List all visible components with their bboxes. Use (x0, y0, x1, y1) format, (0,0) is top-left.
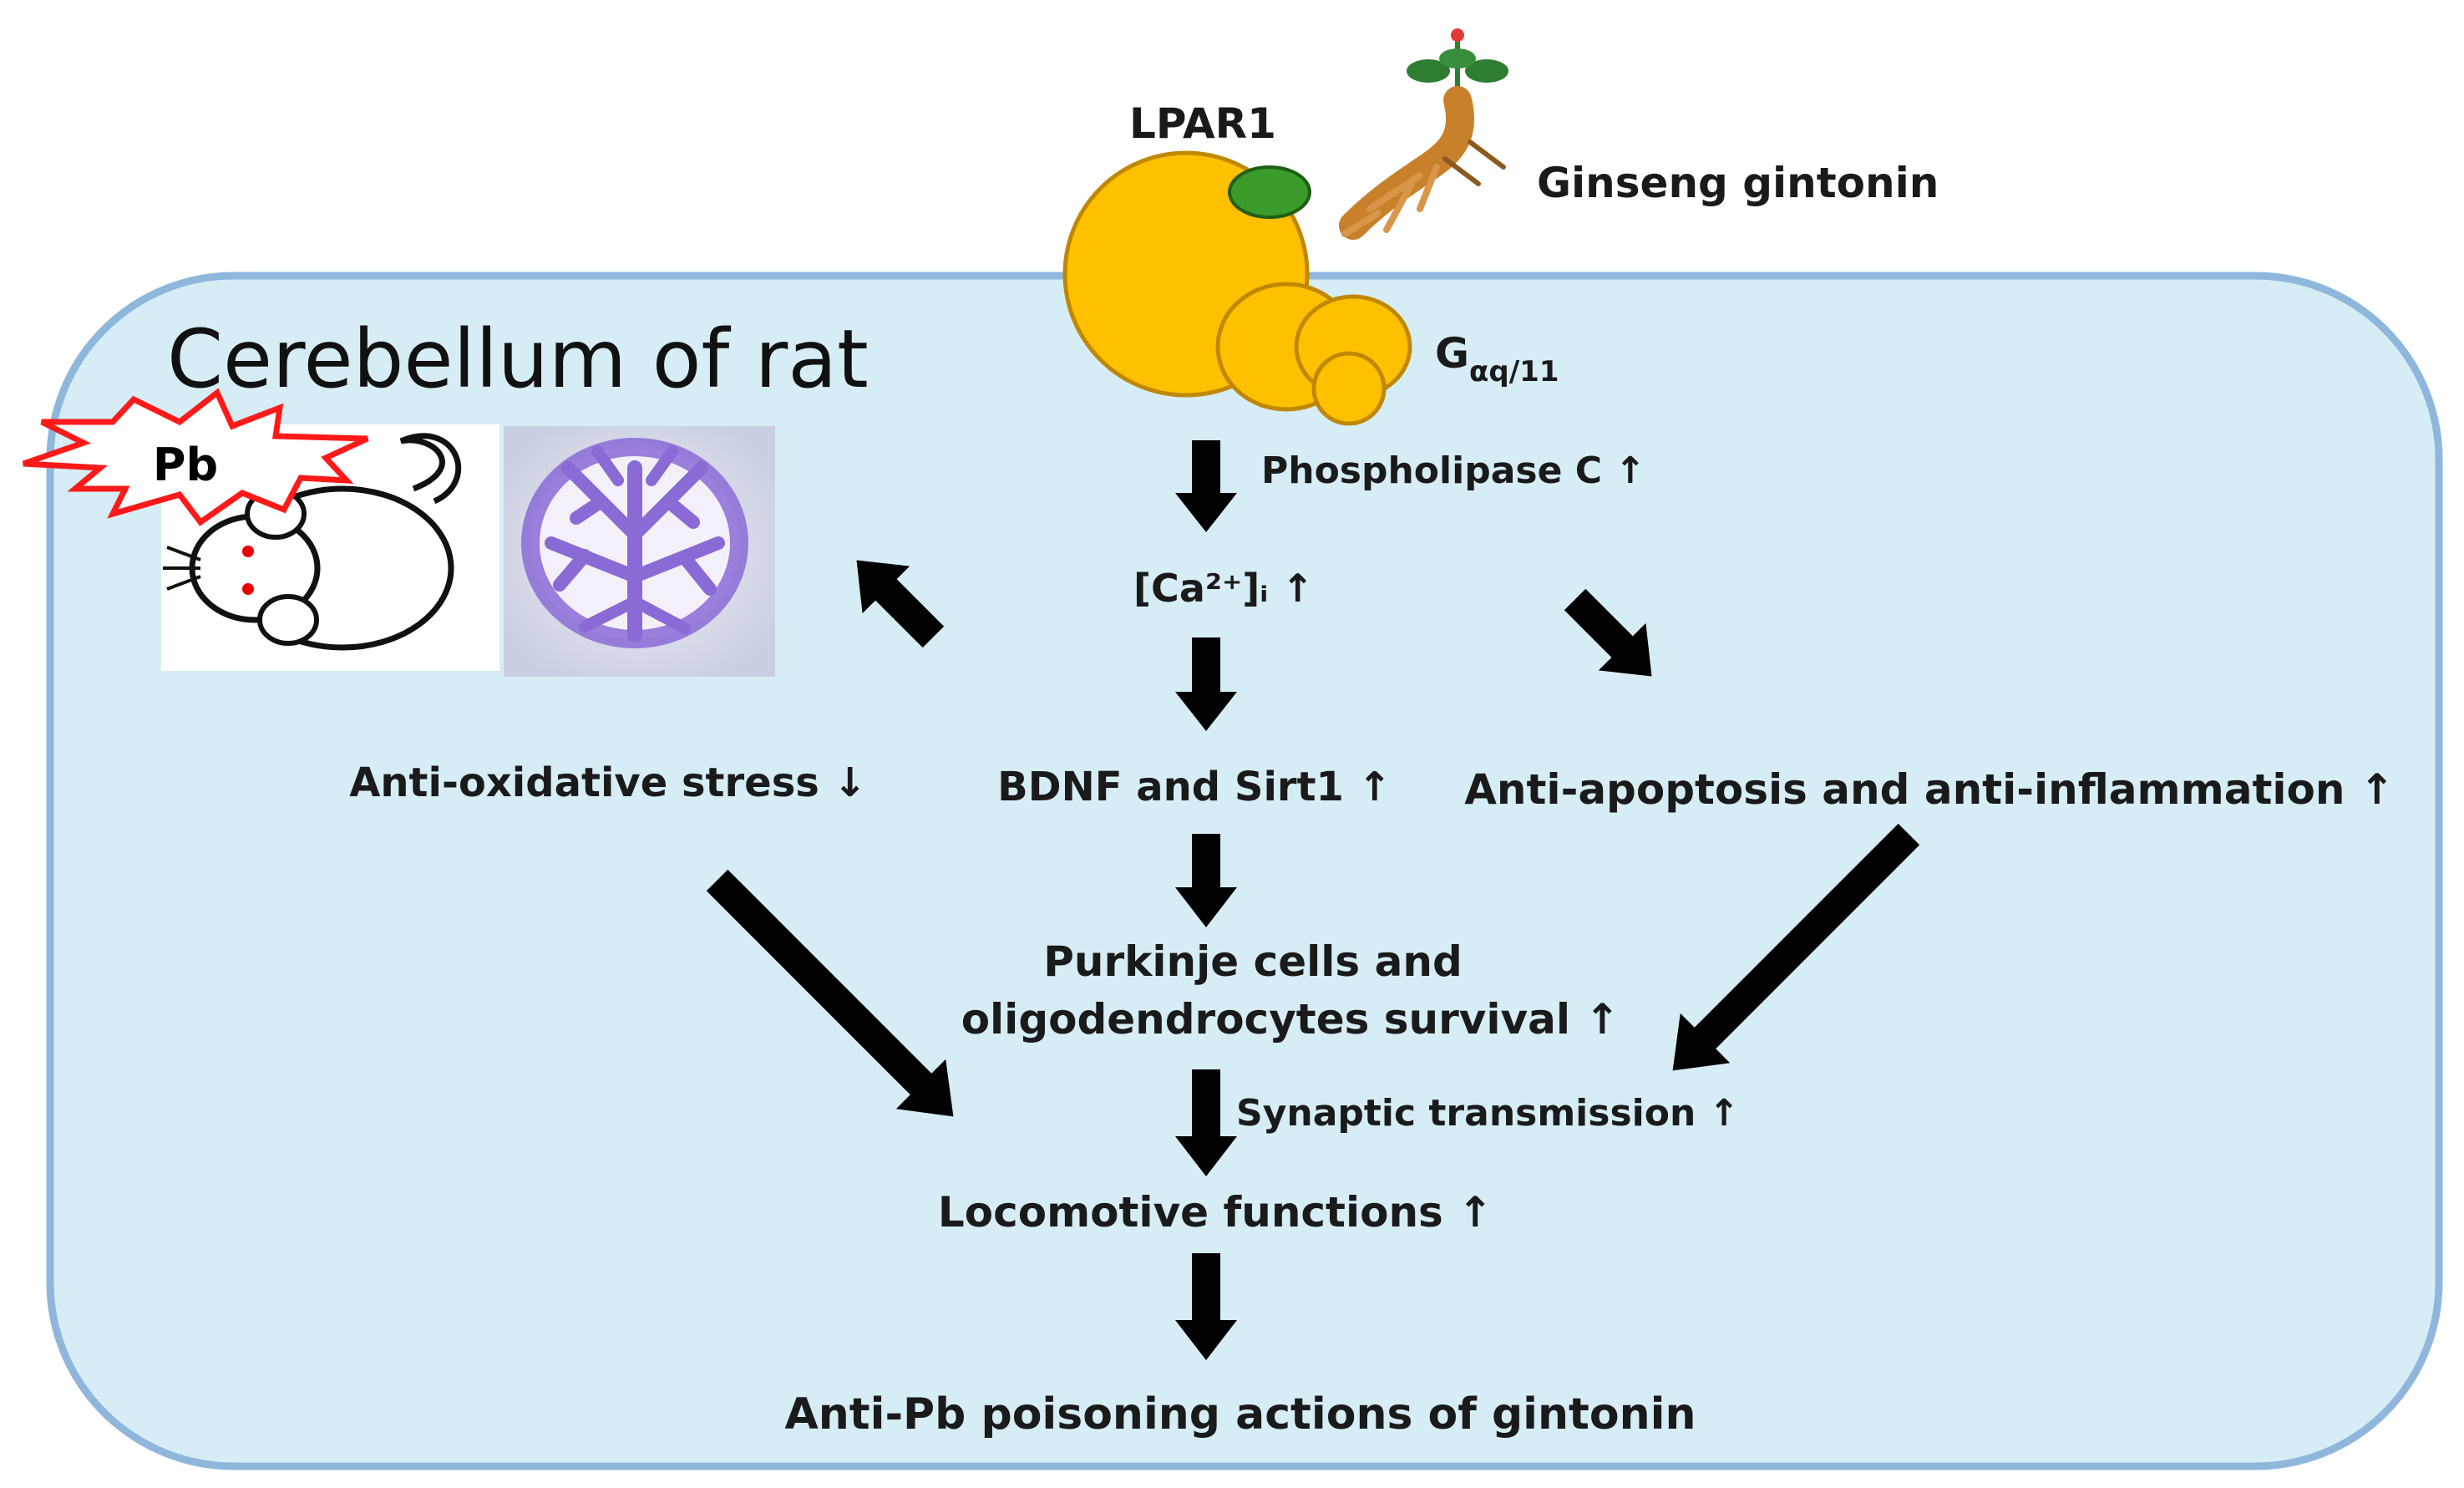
purkinje-label-line1: Purkinje cells and (1043, 937, 1462, 986)
pb-label: Pb (153, 439, 218, 491)
receptor-label: LPAR1 (1129, 99, 1276, 148)
arrow-ca-to-apoptosis (1564, 588, 1652, 677)
arrow-oxidative-to-locomotive (706, 869, 954, 1117)
synaptic-label: Synaptic transmission ↑ (1236, 1092, 1739, 1135)
arrow-ca-to-oxidative (856, 560, 945, 648)
arrow-bdnf-to-purkinje (1175, 834, 1237, 927)
arrow-ca-to-bdnf (1175, 637, 1237, 731)
arrow-purkinje-to-locomotive (1175, 1069, 1237, 1176)
ginseng-root-icon (1339, 28, 1508, 240)
final-outcome-label: Anti-Pb poisoning actions of gintonin (785, 1389, 1696, 1440)
ligand-binding-site (1228, 165, 1311, 219)
arrow-receptor-to-ca (1175, 440, 1237, 532)
pb-burst-icon: Pb (22, 388, 369, 526)
cerebellum-section-image (504, 426, 775, 677)
phospholipase-label: Phospholipase C ↑ (1261, 449, 1645, 492)
ligand-label: Ginseng gintonin (1537, 159, 1939, 207)
g-protein-label: Gαq/11 (1435, 329, 1559, 389)
bdnf-label: BDNF and Sirt1 ↑ (997, 764, 1392, 810)
diagram-title: Cerebellum of rat (167, 312, 869, 406)
pathway-arrows (706, 440, 1920, 1360)
oxidative-label: Anti-oxidative stress ↓ (349, 759, 867, 806)
locomotive-label: Locomotive functions ↑ (938, 1188, 1493, 1237)
arrow-apoptosis-to-purkinje (1672, 823, 1920, 1071)
apoptosis-label: Anti-apoptosis and anti-inflammation ↑ (1464, 765, 2395, 814)
calcium-label: [Ca²⁺]ᵢ ↑ (1133, 566, 1314, 611)
purkinje-label-line2: oligodendrocytes survival ↑ (961, 995, 1620, 1044)
g-protein-complex (1215, 282, 1412, 426)
arrow-locomotive-to-final (1175, 1253, 1237, 1360)
